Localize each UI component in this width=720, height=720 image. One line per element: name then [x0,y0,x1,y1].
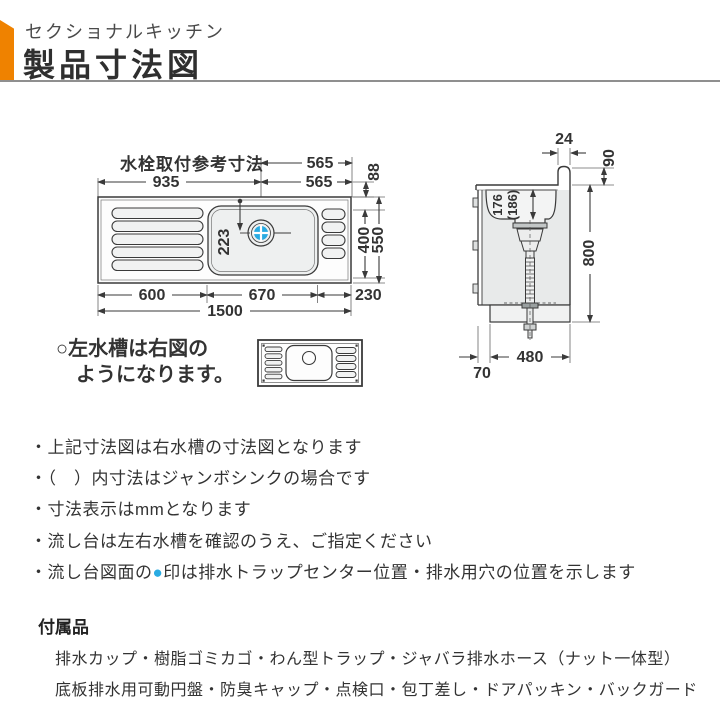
accessories-line2: 底板排水用可動円盤・防臭キャップ・点検口・包丁差し・ドアパッキン・バックガード [55,682,698,699]
dim-186-jumbo: (186) [505,190,520,220]
orange-accent-bar [0,20,14,82]
dim-800: 800 [581,240,598,267]
dim-400: 400 [356,227,373,254]
note-drain-mark-pre: ・流し台図面の [30,563,153,582]
accessories-line1: 排水カップ・樹脂ゴミカゴ・わん型トラップ・ジャバラ排水ホース（ナット一体型） [55,651,681,668]
dimension-drawing: 水栓取付参考寸法 565 935 565 88 [97,131,618,387]
left-sink-note-line2: ようになります。 [76,364,234,386]
dim-90: 90 [601,149,618,167]
dim-176: 176 [490,194,505,216]
drain-trap-center-mark [247,219,275,247]
dim-1500: 1500 [207,303,243,320]
page-title: 製品寸法図 [23,47,204,83]
note-right-sink: ・上記寸法図は右水槽の寸法図となります [30,438,362,457]
sink-basin [207,205,319,276]
dim-88: 88 [366,163,383,181]
dim-230: 230 [355,287,382,304]
faucet-reference-label: 水栓取付参考寸法 [120,154,264,174]
drain-mark-dot: ● [152,563,164,582]
left-sink-note-line1: ○左水槽は右図の [56,338,209,360]
dim-565-top: 565 [307,155,334,172]
top-view-drawing: 水栓取付参考寸法 565 935 565 88 [97,154,387,320]
note-drain-mark: ・流し台図面の●印は排水トラップセンター位置・排水用穴の位置を示します [30,558,636,583]
left-sink-thumbnail [257,339,363,387]
note-drain-mark-post: 印は排水トラップセンター位置・排水用穴の位置を示します [163,563,636,582]
series-tagline: セクショナルキッチン [25,22,225,42]
drainboard-slats-left [111,207,204,272]
dim-670: 670 [249,287,276,304]
note-jumbo-sink: ・（ ）内寸法はジャンボシンクの場合です [30,469,371,488]
dim-550: 550 [370,227,387,254]
side-view-drawing: 24 90 176 (186) 800 480 70 [459,131,618,382]
dim-600: 600 [139,287,166,304]
drainboard-slats-right [321,208,346,260]
dim-565-blue: 565 [306,174,333,191]
hinge-tabs [472,197,479,294]
left-sink-note: ○左水槽は右図の ようになります。 [56,336,234,388]
note-specify-side: ・流し台は左右水槽を確認のうえ、ご指定ください [30,532,433,551]
dim-70: 70 [473,365,491,382]
dim-480: 480 [517,349,544,366]
header-divider [0,80,720,82]
dim-223: 223 [216,229,233,256]
accessories-heading: 付属品 [38,618,89,637]
dim-24: 24 [555,131,573,148]
note-mm-units: ・寸法表示はmmとなります [30,500,252,519]
dim-935: 935 [153,174,180,191]
